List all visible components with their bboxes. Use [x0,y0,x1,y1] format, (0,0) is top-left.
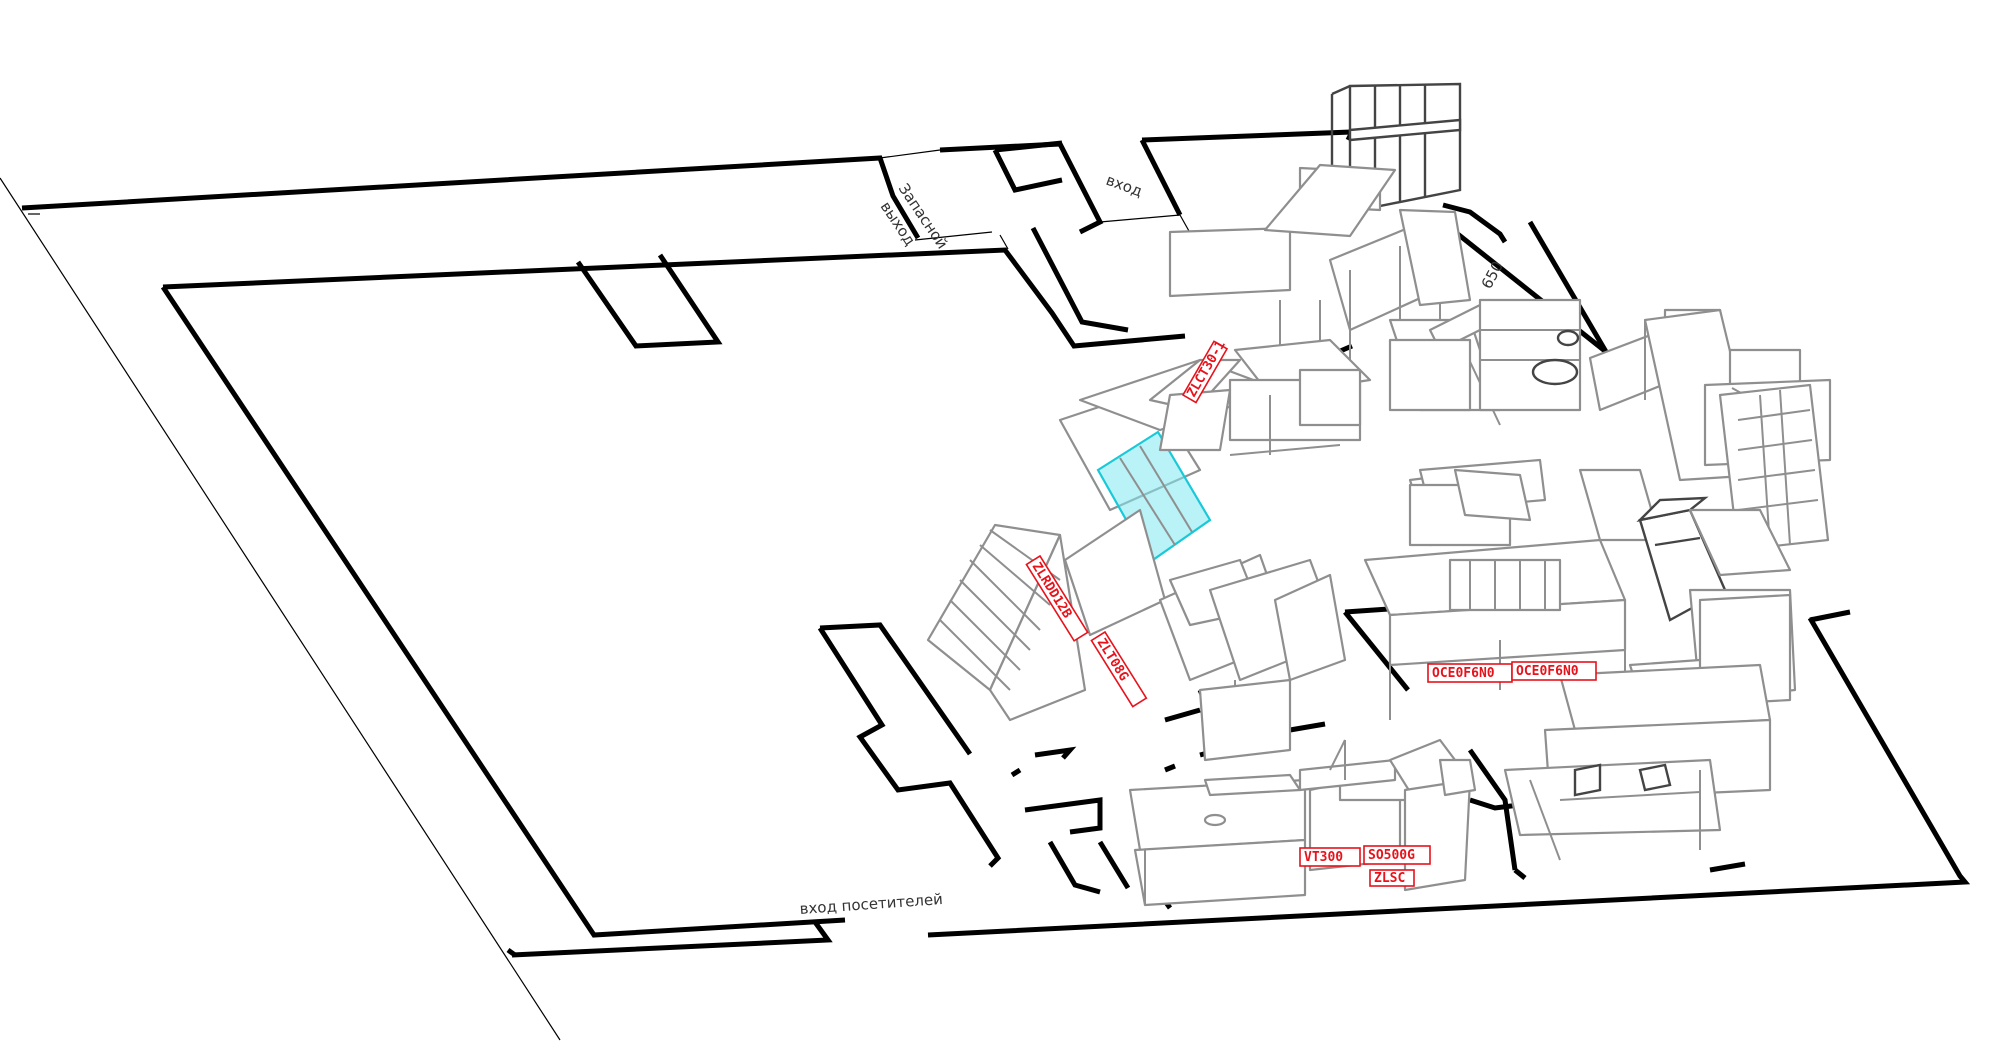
tag-oce0f6n0-1: OCE0F6N0 [1427,663,1513,683]
site-boundary-lines [0,177,561,1041]
svg-text:OCE0F6N0: OCE0F6N0 [1432,666,1495,681]
prep-table-center-right [1363,538,1627,720]
equipment-center-cluster [1168,558,1347,762]
svg-text:SO500G: SO500G [1368,848,1415,863]
equipment-upper-cluster [1168,163,1582,547]
tag-oce0f6n0-2: OCE0F6N0 [1511,661,1597,681]
equipment-upper-left-center [1148,338,1372,456]
inner-walls [160,140,1851,938]
rack-right [1718,383,1830,552]
entrance-label: вход [1104,171,1145,201]
prep-table-right-bottom [1503,663,1772,861]
tag-zlt08g: ZLT08G [1090,630,1148,708]
svg-text:OCE0F6N0: OCE0F6N0 [1516,664,1579,679]
tag-so500g: SO500G [1363,845,1431,865]
tag-vt300: VT300 [1299,847,1361,867]
visitors-entrance-label: вход посетителей [799,890,943,918]
equipment-bottom-cluster [1128,738,1477,907]
dimension-650-label: 650 [1478,258,1507,292]
rack-left [926,523,1087,722]
svg-text:ZLSC: ZLSC [1374,871,1405,886]
tag-zlsc: ZLSC [1369,869,1415,887]
svg-text:VT300: VT300 [1304,850,1343,865]
